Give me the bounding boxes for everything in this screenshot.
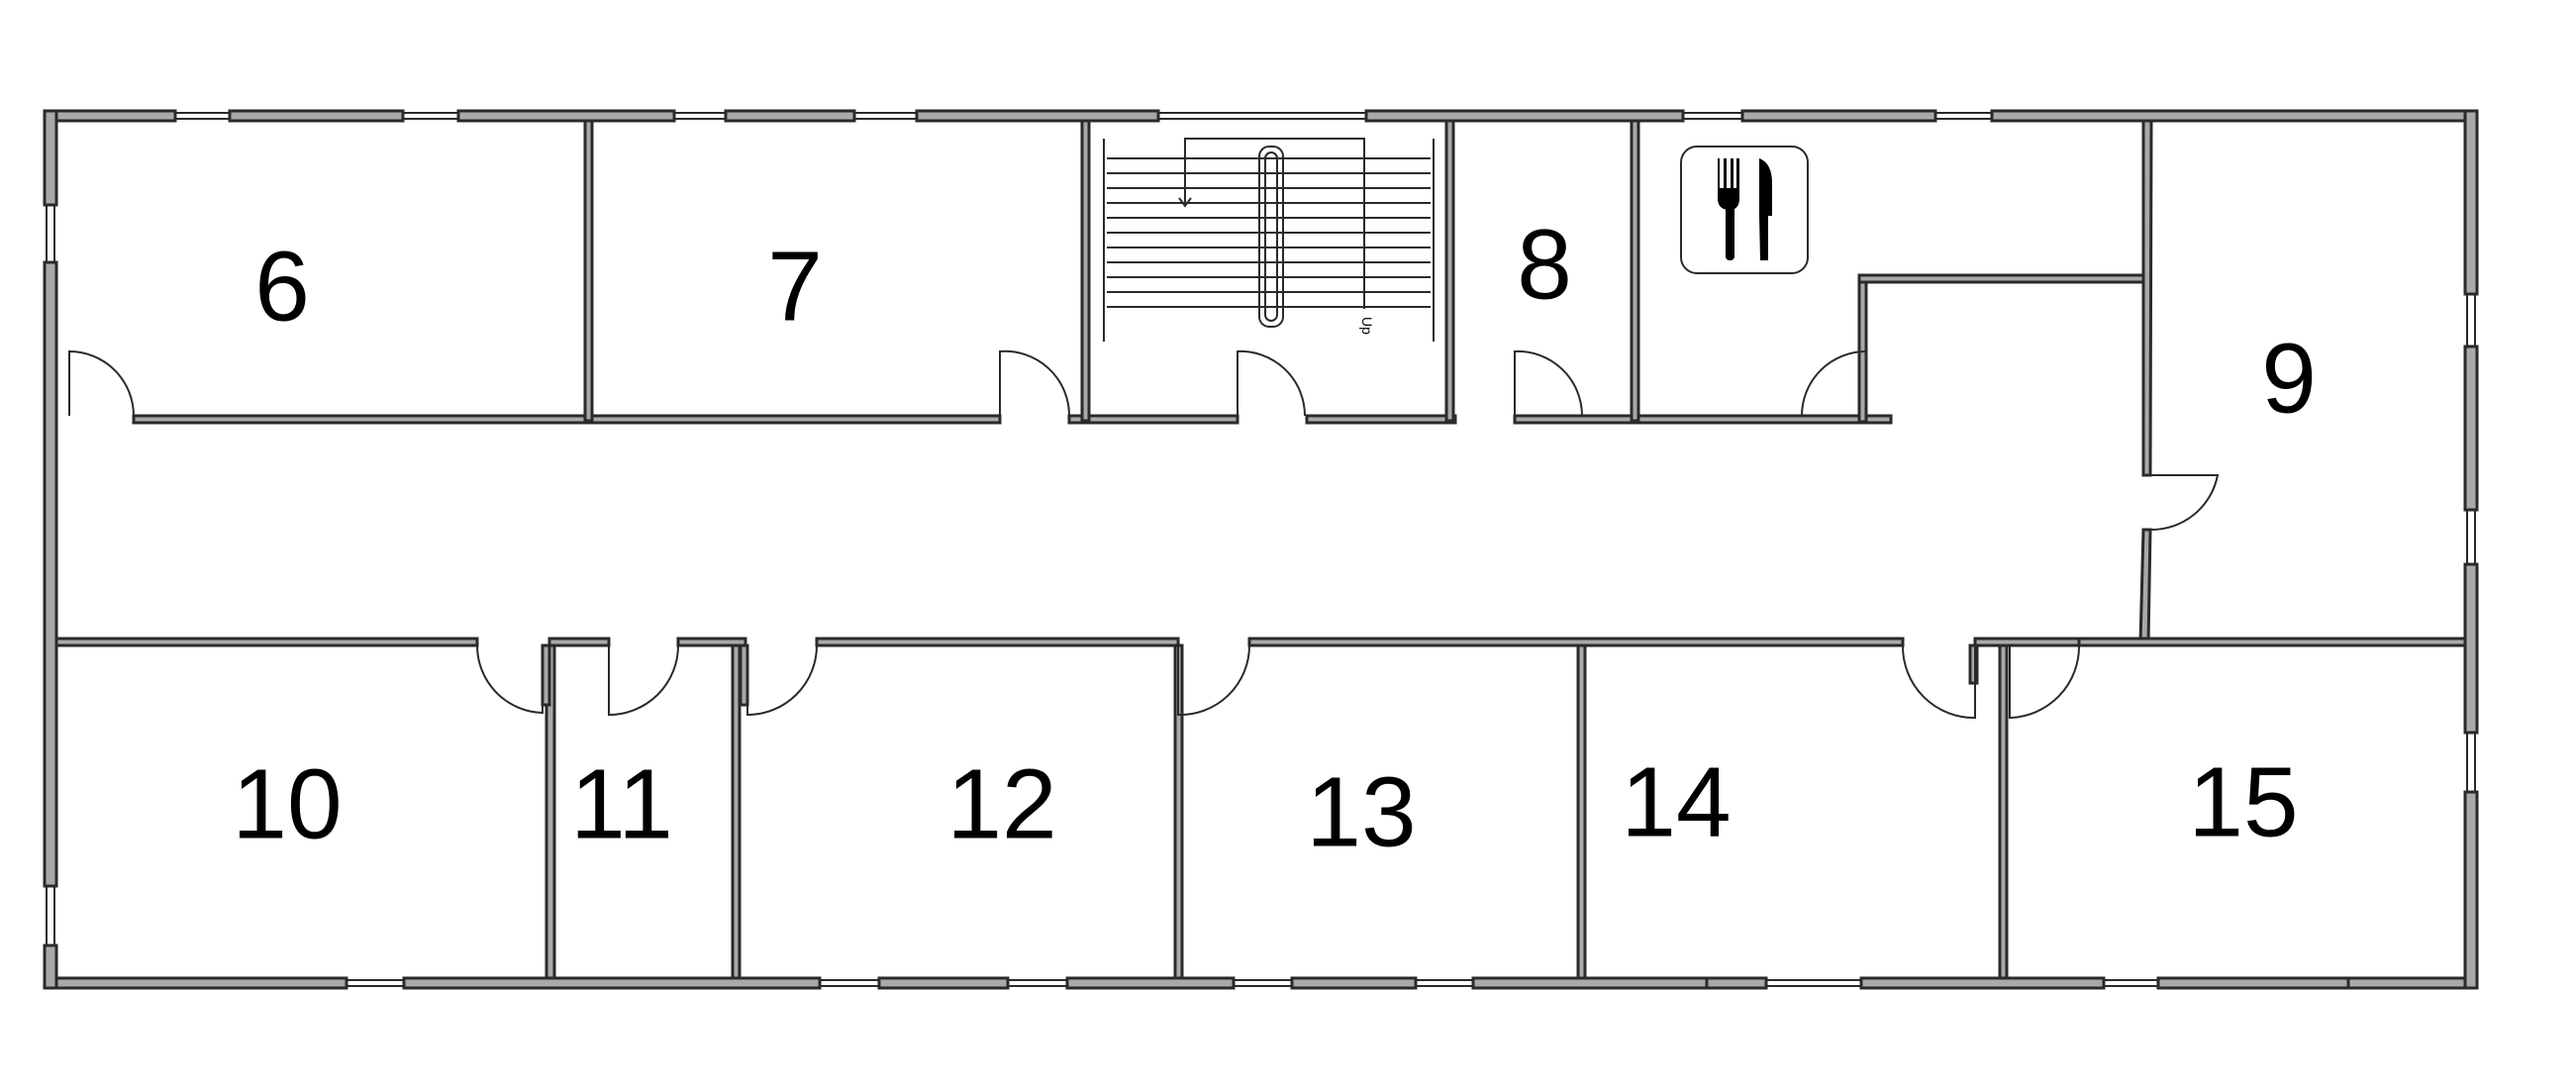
- room-label-6: 6: [254, 231, 310, 342]
- room-label-9: 9: [2261, 323, 2317, 434]
- room-label-15: 15: [2188, 746, 2298, 857]
- fork-knife-icon: [1680, 146, 1809, 274]
- room-label-13: 13: [1306, 756, 1416, 867]
- room-label-11: 11: [570, 748, 673, 859]
- room-label-10: 10: [232, 748, 342, 859]
- stair-direction-label: Up: [1359, 317, 1375, 335]
- room-label-8: 8: [1517, 209, 1572, 320]
- interior-walls: [54, 119, 2467, 980]
- staircase: Up: [1103, 138, 1435, 342]
- room-label-12: 12: [946, 748, 1056, 859]
- room-label-14: 14: [1621, 746, 1731, 857]
- exterior-walls: [43, 109, 2479, 990]
- doors: [68, 349, 2220, 720]
- room-label-7: 7: [767, 231, 823, 342]
- room-labels: 6 7 8 9 10 11 12 13 14 15: [232, 209, 2316, 867]
